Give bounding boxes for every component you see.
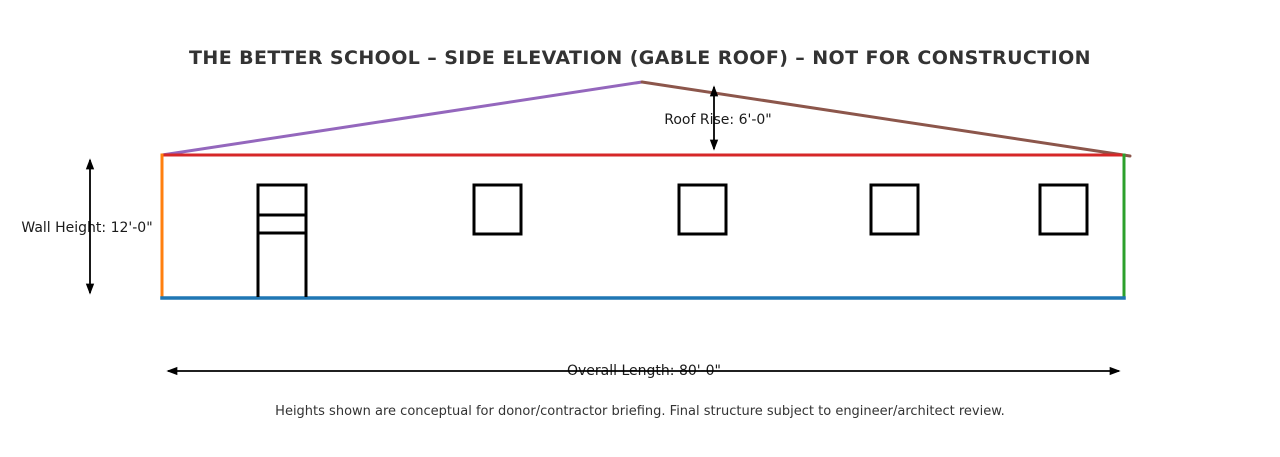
roof-rise-label: Roof Rise: 6'-0" <box>664 112 772 128</box>
drawing-title: THE BETTER SCHOOL – SIDE ELEVATION (GABL… <box>189 47 1091 69</box>
window-1 <box>472 183 523 236</box>
window-4 <box>1038 183 1089 236</box>
window-3 <box>869 183 920 236</box>
overall-length-label: Overall Length: 80'-0" <box>567 363 721 379</box>
roof-slope-left-line <box>160 80 644 157</box>
wall-height-label: Wall Height: 12'-0" <box>21 220 153 236</box>
window-2 <box>677 183 728 236</box>
footnote-text: Heights shown are conceptual for donor/c… <box>275 404 1005 419</box>
